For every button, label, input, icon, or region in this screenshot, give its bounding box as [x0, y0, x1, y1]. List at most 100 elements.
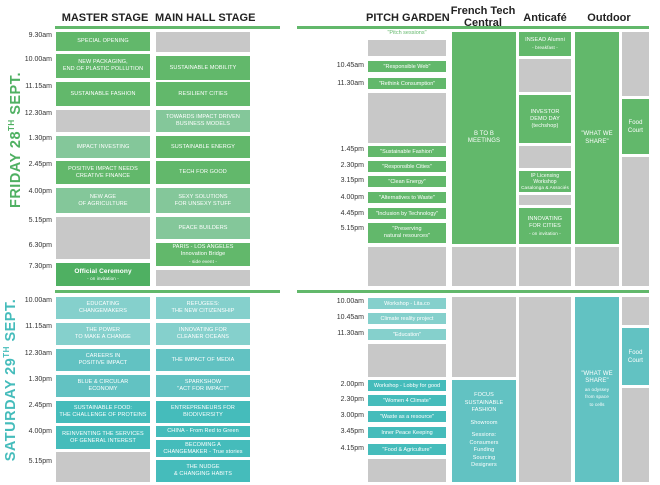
pitch-responsible-web[interactable]: "Responsible Web": [368, 61, 446, 72]
friday-time: 6.30pm: [28, 242, 52, 249]
session-sustainable-food[interactable]: SUSTAINABLE FOOD:THE CHALLENGE OF PROTEI…: [56, 401, 150, 423]
saturday-time: 1.30pm: [28, 376, 52, 383]
session-insead-alumni[interactable]: INSEAD Alumni- breakfast -: [519, 32, 571, 56]
day-friday-sup: TH: [7, 119, 16, 131]
session-label: TO MAKE A CHANGE: [75, 334, 131, 340]
session-label: "WHAT WE: [581, 131, 613, 137]
empty-slot: [622, 157, 649, 286]
session-nudge-changing-habits[interactable]: THE NUDGE& CHANGING HABITS: [156, 460, 250, 482]
session-label: MEETINGS: [467, 138, 501, 144]
session-label: SPARKSHOW: [184, 379, 222, 385]
pitch-workshop-lobby[interactable]: Workshop - Lobby for good: [368, 380, 446, 391]
header-french-tech-line1: French Tech: [450, 5, 516, 17]
pitch-responsible-cities[interactable]: "Responsible Cities": [368, 161, 446, 172]
pitch-time: 2.30pm: [340, 162, 364, 169]
session-sustainable-fashion[interactable]: SUSTAINABLE FASHION: [56, 82, 150, 106]
session-label: SHARE": [585, 378, 609, 385]
friday-separator-left: [55, 26, 280, 29]
friday-time: 12.30am: [24, 110, 52, 117]
session-resilient-cities[interactable]: RESILIENT CITIES: [156, 82, 250, 106]
pitch-sessions-label: "Pitch sessions": [387, 30, 427, 36]
session-impact-investing[interactable]: IMPACT INVESTING: [56, 136, 150, 158]
pitch-inner-peace[interactable]: Inner Peace Keeping: [368, 427, 446, 438]
session-label: "ACT FOR IMPACT": [177, 386, 229, 392]
session-special-opening[interactable]: SPECIAL OPENING: [56, 32, 150, 51]
session-label: SUSTAINABLE FASHION: [70, 90, 136, 97]
pitch-time: 3.15pm: [340, 177, 364, 184]
pitch-women-4-climate[interactable]: "Women 4 Climate": [368, 395, 446, 406]
session-label: OF AGRICULTURE: [78, 200, 128, 207]
pitch-inclusion-technology[interactable]: "Inclusion by Technology": [368, 208, 446, 219]
session-label: EDUCATING: [86, 301, 120, 307]
session-label: Food: [628, 119, 643, 126]
session-tech-for-good[interactable]: TECH FOR GOOD: [156, 161, 250, 184]
day-saturday-month: SEPT.: [3, 298, 19, 347]
empty-slot: [452, 297, 516, 377]
session-label: ECONOMY: [88, 386, 118, 392]
session-label: CHINA - From Red to Green: [167, 428, 239, 434]
pitch-alternatives-waste[interactable]: "Alternatives to Waste": [368, 192, 446, 203]
empty-slot: [368, 459, 446, 482]
session-new-packaging[interactable]: NEW PACKAGING,END OF PLASTIC POLLUTION: [56, 54, 150, 78]
session-china-red-to-green[interactable]: CHINA - From Red to Green: [156, 426, 250, 437]
pitch-time: 11.30am: [337, 330, 364, 337]
saturday-time: 10.00am: [24, 297, 52, 304]
pitch-sustainable-fashion[interactable]: "Sustainable Fashion": [368, 146, 446, 157]
session-label: REFUGEES:: [186, 301, 220, 307]
session-label: Funding: [473, 447, 495, 454]
friday-time: 2.45pm: [28, 161, 52, 168]
saturday-time: 5.15pm: [28, 458, 52, 465]
session-what-we-share-saturday[interactable]: "WHAT WE SHARE" an odyssey from space to…: [575, 297, 619, 482]
pitch-rethink-consumption[interactable]: "Rethink Consumption": [368, 78, 446, 89]
session-impact-of-media[interactable]: THE IMPACT OF MEDIA: [156, 349, 250, 371]
empty-slot: [56, 217, 150, 259]
pitch-time: 4.00pm: [340, 194, 364, 201]
session-sustainable-mobility[interactable]: SUSTAINABLE MOBILITY: [156, 56, 250, 80]
session-label: END OF PLASTIC POLLUTION: [62, 66, 144, 72]
pitch-time: 2.00pm: [340, 381, 364, 388]
session-sustainable-energy[interactable]: SUSTAINABLE ENERGY: [156, 136, 250, 158]
session-label: CREATIVE FINANCE: [75, 172, 131, 179]
pitch-clean-energy[interactable]: "Clean Energy": [368, 176, 446, 187]
session-label: THE NUDGE: [186, 464, 220, 470]
pitch-education[interactable]: "Education": [368, 329, 446, 340]
session-label: natural resources": [383, 233, 431, 239]
session-focus-sustainable-fashion[interactable]: FOCUS SUSTAINABLE FASHION Showroom Sessi…: [452, 380, 516, 482]
empty-slot: [56, 110, 150, 132]
session-refugees[interactable]: REFUGEES:THE NEW CITIZENSHIP: [156, 297, 250, 319]
session-label: BIODIVERSITY: [183, 412, 223, 418]
session-sparkshow[interactable]: SPARKSHOW"ACT FOR IMPACT": [156, 375, 250, 397]
saturday-time: 4.00pm: [28, 428, 52, 435]
pitch-waste-resource[interactable]: "Waste as a resource": [368, 411, 446, 422]
pitch-food-agriculture[interactable]: "Food & Agriculture": [368, 444, 446, 455]
session-label: Workshop: [533, 178, 557, 185]
pitch-workshop-lita[interactable]: Workshop - Lita.co: [368, 298, 446, 309]
friday-time: 5.15pm: [28, 217, 52, 224]
session-peace-builders[interactable]: PEACE BUILDERS: [156, 217, 250, 239]
session-label: NEW AGE: [89, 193, 117, 200]
session-official-ceremony[interactable]: Official Ceremony- on invitation -: [56, 263, 150, 286]
pitch-climate-reality[interactable]: Climate reality project: [368, 313, 446, 324]
empty-slot: [519, 59, 571, 92]
